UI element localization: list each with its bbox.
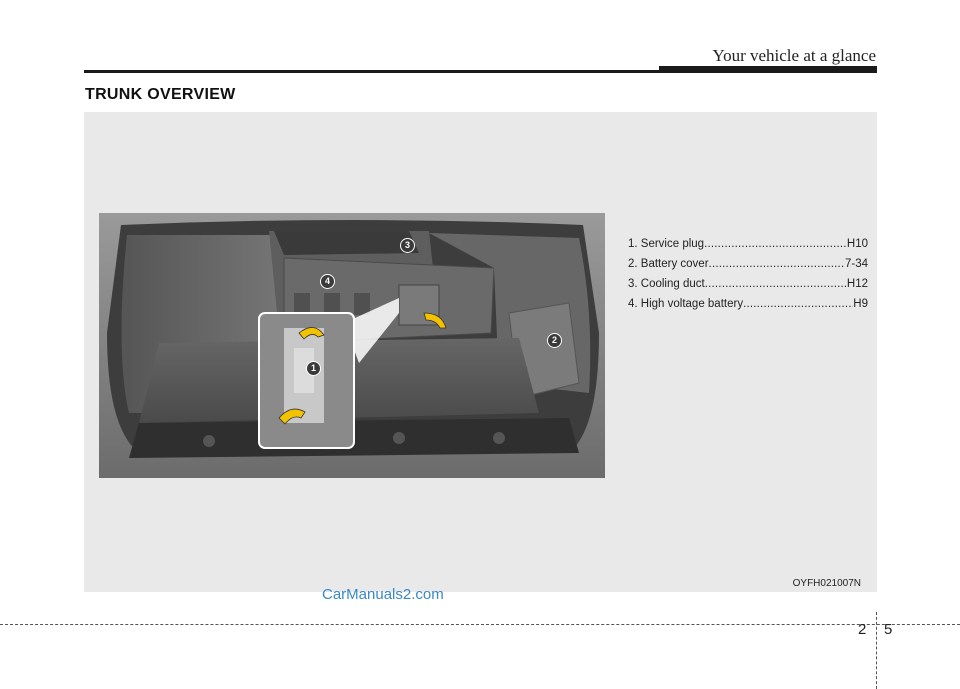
- header-rule-accent: [659, 66, 877, 73]
- legend-item: 2. Battery cover 7-34: [628, 254, 868, 274]
- watermark-link[interactable]: CarManuals2.com: [322, 586, 444, 603]
- leader-dots: [709, 254, 845, 274]
- figure-panel: 1 2 3 4 1. Service plug H10 2. Battery c…: [84, 112, 877, 592]
- leader-dots: [705, 274, 847, 294]
- legend-list: 1. Service plug H10 2. Battery cover 7-3…: [628, 234, 868, 314]
- legend-item-label: 1. Service plug: [628, 238, 705, 250]
- legend-item-label: 4. High voltage battery: [628, 298, 744, 310]
- page-number-divider: [876, 612, 877, 689]
- legend-item-ref: H12: [846, 278, 868, 290]
- callout-marker-4: 4: [320, 274, 335, 289]
- callout-marker-2: 2: [547, 333, 562, 348]
- legend-item-ref: H10: [846, 238, 868, 250]
- header-rule: [84, 70, 877, 73]
- leader-dots: [743, 294, 853, 314]
- trunk-illustration: [99, 213, 605, 478]
- legend-item-label: 2. Battery cover: [628, 258, 709, 270]
- legend-item: 3. Cooling duct H12: [628, 274, 868, 294]
- chapter-number: 2: [858, 621, 867, 638]
- legend-item: 1. Service plug H10: [628, 234, 868, 254]
- section-title: TRUNK OVERVIEW: [85, 86, 236, 103]
- legend-item: 4. High voltage battery H9: [628, 294, 868, 314]
- legend-item-label: 3. Cooling duct: [628, 278, 705, 290]
- page-number: 5: [884, 621, 893, 638]
- header-title: Your vehicle at a glance: [712, 46, 877, 65]
- leader-dots: [704, 234, 847, 254]
- callout-marker-1: 1: [306, 361, 321, 376]
- callout-marker-3: 3: [400, 238, 415, 253]
- legend-item-ref: 7-34: [844, 258, 868, 270]
- footer-rule: [0, 624, 960, 625]
- legend-item-ref: H9: [853, 298, 868, 310]
- figure-code: OYFH021007N: [792, 578, 861, 589]
